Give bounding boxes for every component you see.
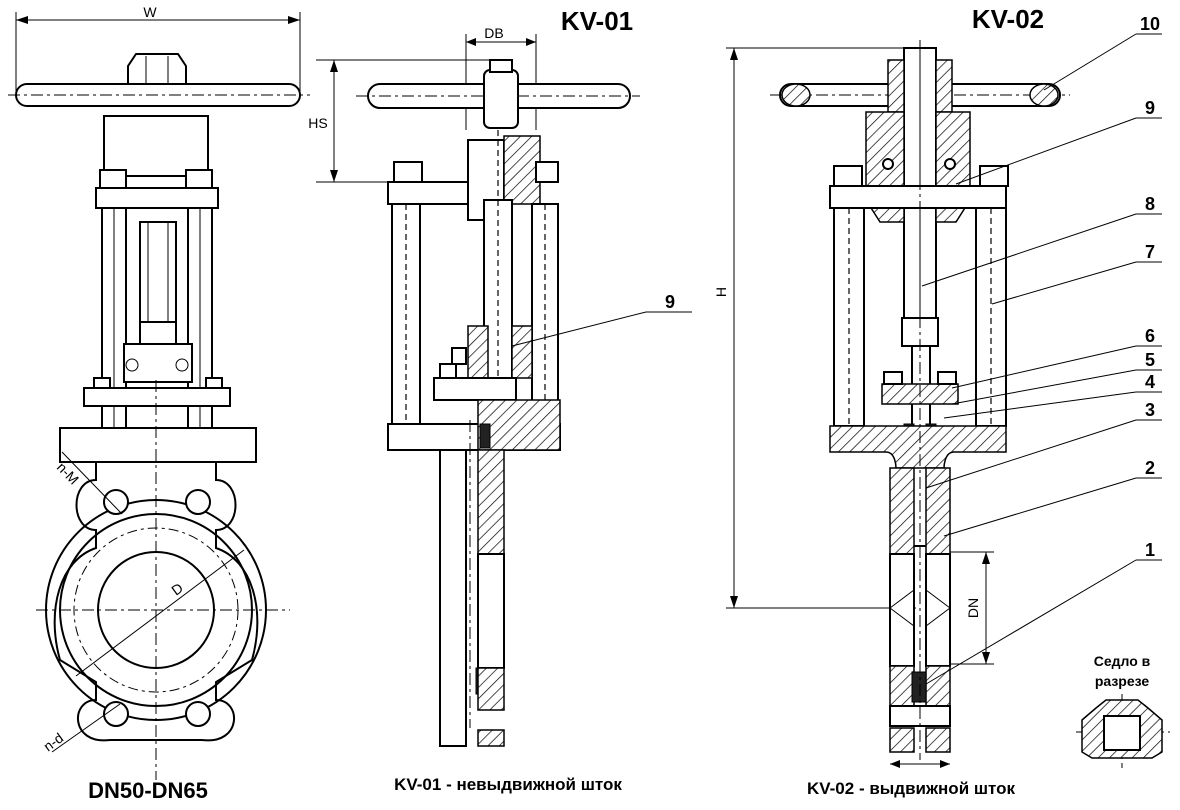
kv01-title: KV-01 (561, 6, 633, 36)
kv02-callout-10: 10 (1140, 14, 1160, 34)
kv02-body (889, 467, 915, 555)
yoke-top (103, 115, 209, 177)
dim-label-h: H (713, 287, 729, 297)
kv02-body-top (829, 425, 1007, 469)
kv02-callout-8: 8 (1145, 194, 1155, 214)
seat-insert (1103, 715, 1141, 751)
yoke-plate (95, 187, 219, 209)
dim-label-w: W (143, 4, 157, 20)
stem-connector (123, 343, 193, 383)
kv01-body (439, 449, 467, 747)
kv01-nut-section (503, 135, 541, 205)
kv01-callout-9: 9 (665, 292, 675, 312)
kv02-callout-5: 5 (1145, 350, 1155, 370)
dimension-w: W (15, 4, 301, 92)
dim-label-n-d: n-d (40, 730, 66, 755)
dim-label-hs: HS (308, 115, 327, 131)
body-top (59, 427, 257, 463)
kv02-callout-2: 2 (1145, 458, 1155, 478)
kv02-callout-1: 1 (1145, 540, 1155, 560)
dim-label-n-m: n-M (54, 459, 82, 487)
kv02-view: KV-02 H DN (713, 4, 1162, 798)
seat-label-line1: Седло в (1094, 653, 1151, 669)
kv02-caption: KV-02 - выдвижной шток (807, 779, 1016, 798)
front-view: W (8, 4, 310, 803)
valve-body (53, 461, 259, 742)
dim-label-db: DB (484, 25, 503, 41)
stem (139, 221, 177, 323)
gland (83, 387, 231, 407)
hex-nut (127, 53, 187, 85)
kv01-view: KV-01 DB HS (308, 6, 692, 794)
kv02-callout-3: 3 (1145, 400, 1155, 420)
kv02-yoke-plate (829, 185, 1007, 209)
bolt-hole (103, 701, 129, 727)
bolt-hole (185, 701, 211, 727)
dim-label-dn: DN (965, 598, 981, 618)
seat-label-line2: разрезе (1095, 673, 1150, 689)
kv02-callout-7: 7 (1145, 242, 1155, 262)
kv02-callout-9: 9 (1145, 98, 1155, 118)
kv02-callout-4: 4 (1145, 372, 1155, 392)
kv01-gland (433, 377, 517, 401)
bolt-hole (185, 489, 211, 515)
kv01-caption: KV-01 - невыдвижной шток (394, 775, 622, 794)
size-range-caption: DN50-DN65 (88, 778, 208, 803)
seat-detail: Седло в разрезе (1076, 653, 1170, 768)
kv02-title: KV-02 (972, 4, 1044, 34)
bolt-hole (103, 489, 129, 515)
kv02-callout-6: 6 (1145, 326, 1155, 346)
